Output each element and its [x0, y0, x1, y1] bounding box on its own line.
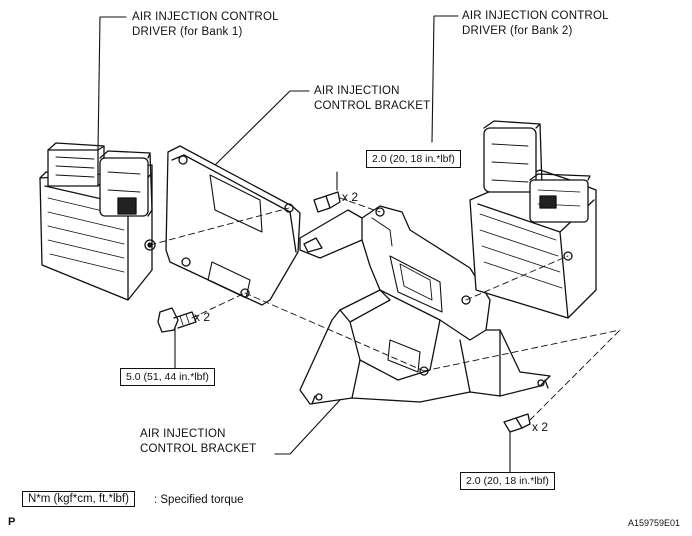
lower-bracket [299, 205, 551, 405]
driver-bank2-module [469, 120, 597, 319]
lower-bracket-label-line2: CONTROL BRACKET [140, 443, 257, 455]
driver-bank1-module [39, 142, 156, 301]
torque-spec-top: 2.0 (20, 18 in.*lbf) [366, 150, 461, 168]
leader-lines [97, 15, 511, 473]
figure-id: A159759E01 [628, 518, 681, 528]
bolt-left [157, 307, 197, 333]
alignment-dashes [149, 197, 621, 421]
driver-bank2-label-line2: DRIVER (for Bank 2) [462, 25, 573, 37]
upper-bracket-label-line1: AIR INJECTION [314, 85, 400, 97]
bolt-left-quantity: x 2 [194, 310, 211, 324]
upper-bracket [165, 145, 301, 306]
lower-bracket-label: AIR INJECTION CONTROL BRACKET [140, 427, 256, 457]
torque-spec-left: 5.0 (51, 44 in.*lbf) [120, 368, 215, 386]
driver-bank1-label-line1: AIR INJECTION CONTROL [132, 11, 279, 23]
torque-unit-legend-box: N*m (kgf*cm, ft.*lbf) [22, 491, 135, 507]
driver-bank1-label: AIR INJECTION CONTROL DRIVER (for Bank 1… [132, 10, 279, 40]
torque-spec-bottom: 2.0 (20, 18 in.*lbf) [460, 472, 555, 490]
bolt-top-quantity: x 2 [342, 190, 359, 204]
torque-unit-legend-text: : Specified torque [154, 494, 244, 506]
page-mark: P [8, 516, 16, 528]
upper-bracket-label-line2: CONTROL BRACKET [314, 100, 431, 112]
driver-bank2-label: AIR INJECTION CONTROL DRIVER (for Bank 2… [462, 9, 609, 39]
bolt-bottom [503, 413, 531, 433]
upper-bracket-label: AIR INJECTION CONTROL BRACKET [314, 84, 430, 114]
driver-bank2-label-line1: AIR INJECTION CONTROL [462, 10, 609, 22]
bolt-bottom-quantity: x 2 [532, 420, 549, 434]
bolt-top [313, 191, 341, 213]
driver-bank1-label-line2: DRIVER (for Bank 1) [132, 26, 243, 38]
lower-bracket-label-line1: AIR INJECTION [140, 428, 226, 440]
